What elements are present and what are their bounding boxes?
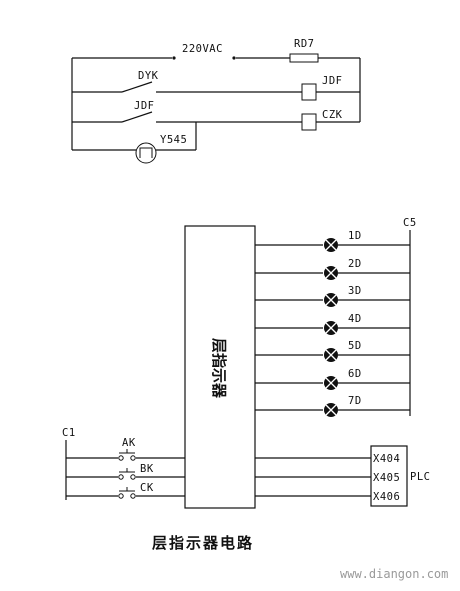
lamp-label: 7D [348, 395, 362, 407]
lamp-cross [325, 404, 337, 416]
sensor-y545 [135, 142, 157, 164]
relay-coil-czk [301, 113, 317, 131]
plc-label: PLC [410, 471, 430, 483]
supply-terminal-right [232, 56, 236, 60]
lamp-row-1D: 1D [255, 230, 410, 252]
lamp-label: 6D [348, 368, 362, 380]
lamp-row-5D: 5D [255, 340, 410, 362]
switch1-label: DYK [138, 70, 159, 82]
input-row-BK: BK X405 [66, 463, 400, 484]
lamp-cross [325, 239, 337, 251]
input-row-AK: AK X404 [66, 437, 400, 465]
floor-indicator-label: 层指示器 [210, 338, 228, 399]
c1-label: C1 [62, 427, 76, 439]
button-label: BK [140, 463, 154, 475]
lamp-label: 5D [348, 340, 362, 352]
lamp-rows: 1D 2D 3D 4D 5D 6D 7D [255, 230, 410, 417]
plc-input-label: X404 [373, 453, 400, 465]
button-contact-left [118, 493, 124, 499]
button-label: CK [140, 482, 154, 494]
lamp-cross [325, 267, 337, 279]
plc-input-label: X405 [373, 472, 400, 484]
button-contact-right [130, 493, 136, 499]
lamp-label: 2D [348, 258, 362, 270]
input-row-CK: CK X406 [66, 482, 400, 503]
button-contact-left [118, 474, 124, 480]
diagram-caption: 层指示器电路 [152, 534, 254, 552]
floor-indicator-box [184, 225, 256, 509]
watermark: www.diangon.com [340, 567, 448, 581]
sensor-symbol [139, 147, 153, 158]
switch2-label: JDF [134, 100, 154, 112]
button-contact-left [118, 455, 124, 461]
c5-label: C5 [403, 217, 417, 229]
lamp-cross [325, 377, 337, 389]
supply-label: 220VAC [182, 43, 223, 55]
lamp-label: 4D [348, 313, 362, 325]
relay2-label: CZK [322, 109, 343, 121]
button-contact-right [130, 455, 136, 461]
plc-box [370, 445, 408, 507]
lamp-row-7D: 7D [255, 395, 410, 417]
lamp-row-2D: 2D [255, 258, 410, 280]
lamp-row-4D: 4D [255, 313, 410, 335]
lamp-cross [325, 349, 337, 361]
lamp-label: 3D [348, 285, 362, 297]
button-label: AK [122, 437, 136, 449]
relay1-label: JDF [322, 75, 342, 87]
relay-coil-jdf [301, 83, 317, 101]
lamp-row-3D: 3D [255, 285, 410, 307]
lamp-label: 1D [348, 230, 362, 242]
sensor-label: Y545 [160, 134, 187, 146]
lamp-row-6D: 6D [255, 368, 410, 390]
lamp-cross [325, 322, 337, 334]
top-circuit: 220VAC RD7 DYK JDF JDF CZK Y545 [71, 38, 361, 164]
plc-input-label: X406 [373, 491, 400, 503]
fuse-label: RD7 [294, 38, 314, 50]
supply-terminal-left [172, 56, 176, 60]
button-contact-right [130, 474, 136, 480]
lamp-cross [325, 294, 337, 306]
switch-dyk [121, 81, 153, 93]
fuse-rd7 [289, 53, 319, 63]
contact-jdf [121, 111, 153, 123]
